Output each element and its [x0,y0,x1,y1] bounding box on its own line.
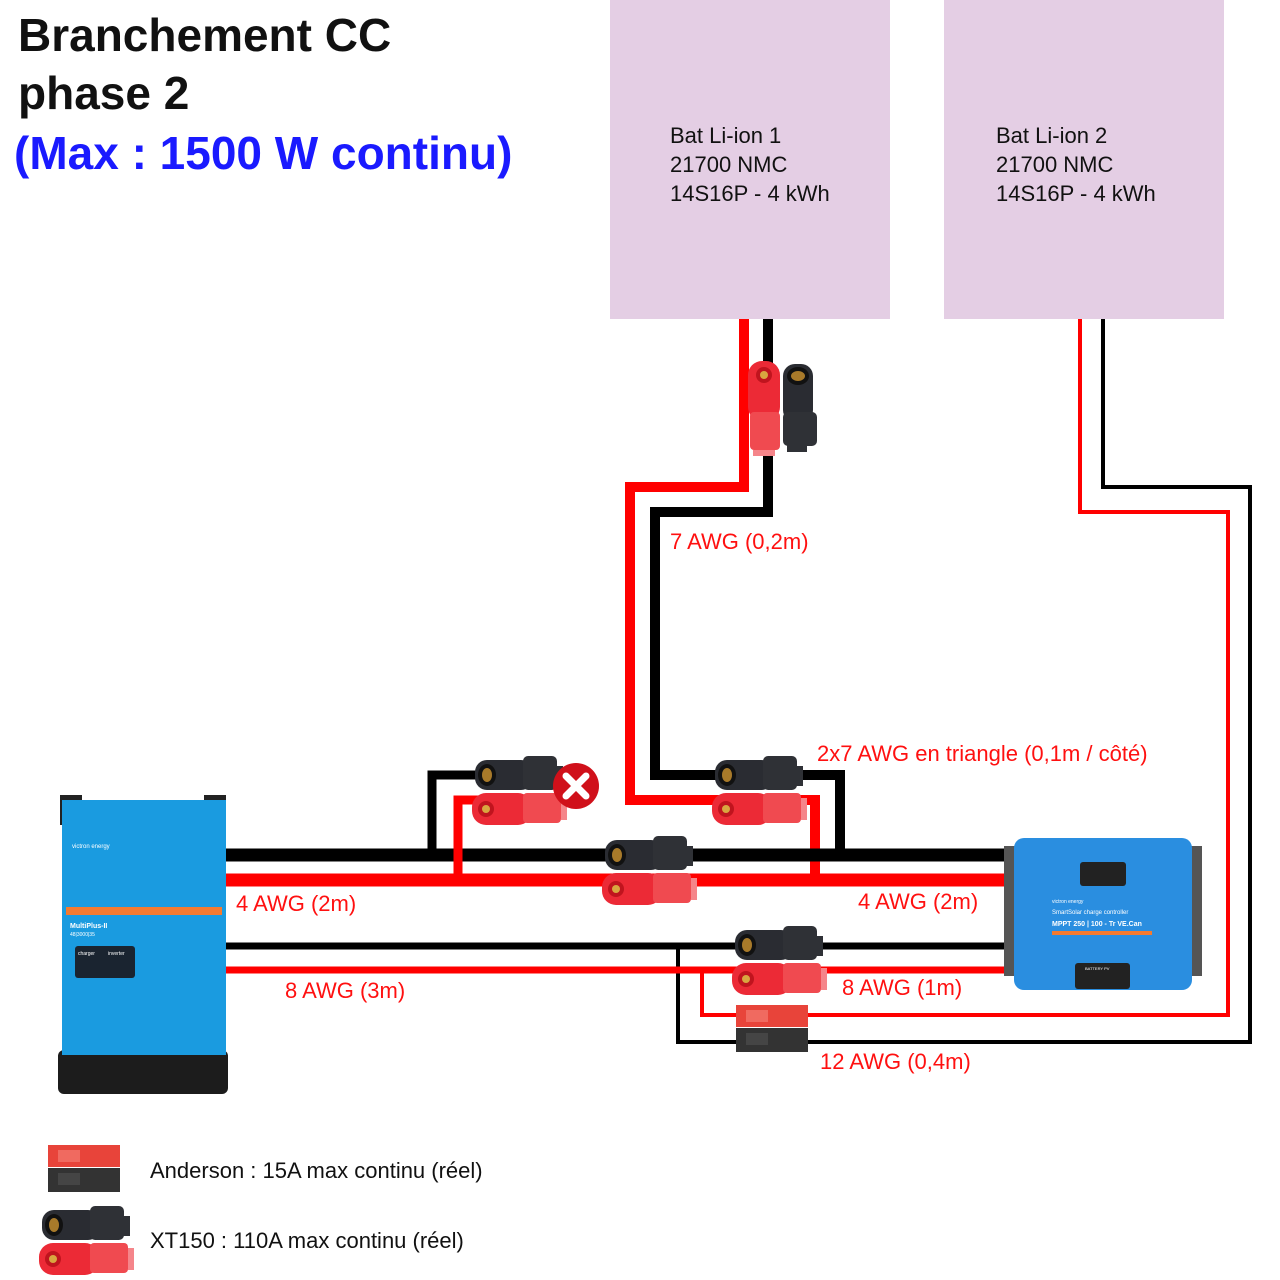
svg-text:victron energy: victron energy [1052,899,1084,905]
legend-anderson: Anderson : 15A max continu (réel) [150,1158,483,1183]
bat2-negative-wire [676,319,1252,1044]
page-subtitle: (Max : 1500 W continu) [14,127,513,179]
cable-label-mppt-aux: 8 AWG (1m) [842,975,963,1000]
xt150-connector-bat1 [748,361,817,456]
svg-text:charger: charger [78,951,95,957]
xt150-connector-center [602,836,697,905]
anderson-connector-bat2 [736,1005,808,1052]
disabled-branch-positive [453,795,480,880]
xt150-connector-triangle [712,756,807,825]
svg-text:48|3000|35: 48|3000|35 [70,932,95,938]
svg-text:victron energy: victron energy [72,844,110,850]
svg-text:inverter: inverter [108,951,125,957]
svg-text:BATTERY PV: BATTERY PV [1085,966,1110,971]
svg-text:MultiPlus-II: MultiPlus-II [70,923,107,930]
xt150-connector-icon [39,1206,134,1275]
cable-label-bat1: 7 AWG (0,2m) [670,529,809,554]
legend-xt150: XT150 : 110A max continu (réel) [150,1228,464,1253]
x-circle-icon [553,763,599,809]
xt150-connector-disabled [472,756,567,825]
svg-text:MPPT 250 | 100 - Tr VE.Can: MPPT 250 | 100 - Tr VE.Can [1052,921,1142,928]
multiplus-inverter: victron energy MultiPlus-II 48|3000|35 c… [58,795,228,1094]
bat1-negative-wire [650,319,845,855]
cable-label-mppt-main: 4 AWG (2m) [858,889,979,914]
cable-label-bat2: 12 AWG (0,4m) [820,1049,971,1074]
svg-text:SmartSolar charge controller: SmartSolar charge controller [1052,910,1128,916]
bat2-positive-wire [700,319,1230,1017]
cable-label-inverter-aux: 8 AWG (3m) [285,978,406,1003]
disabled-branch-negative [427,770,480,855]
xt150-connector-aux [732,926,827,995]
cable-label-triangle: 2x7 AWG en triangle (0,1m / côté) [817,741,1148,766]
mppt-charge-controller: victron energy SmartSolar charge control… [1004,838,1202,990]
cable-label-inverter-main: 4 AWG (2m) [236,891,357,916]
anderson-connector-icon [48,1145,120,1192]
bat1-positive-wire [625,319,820,880]
